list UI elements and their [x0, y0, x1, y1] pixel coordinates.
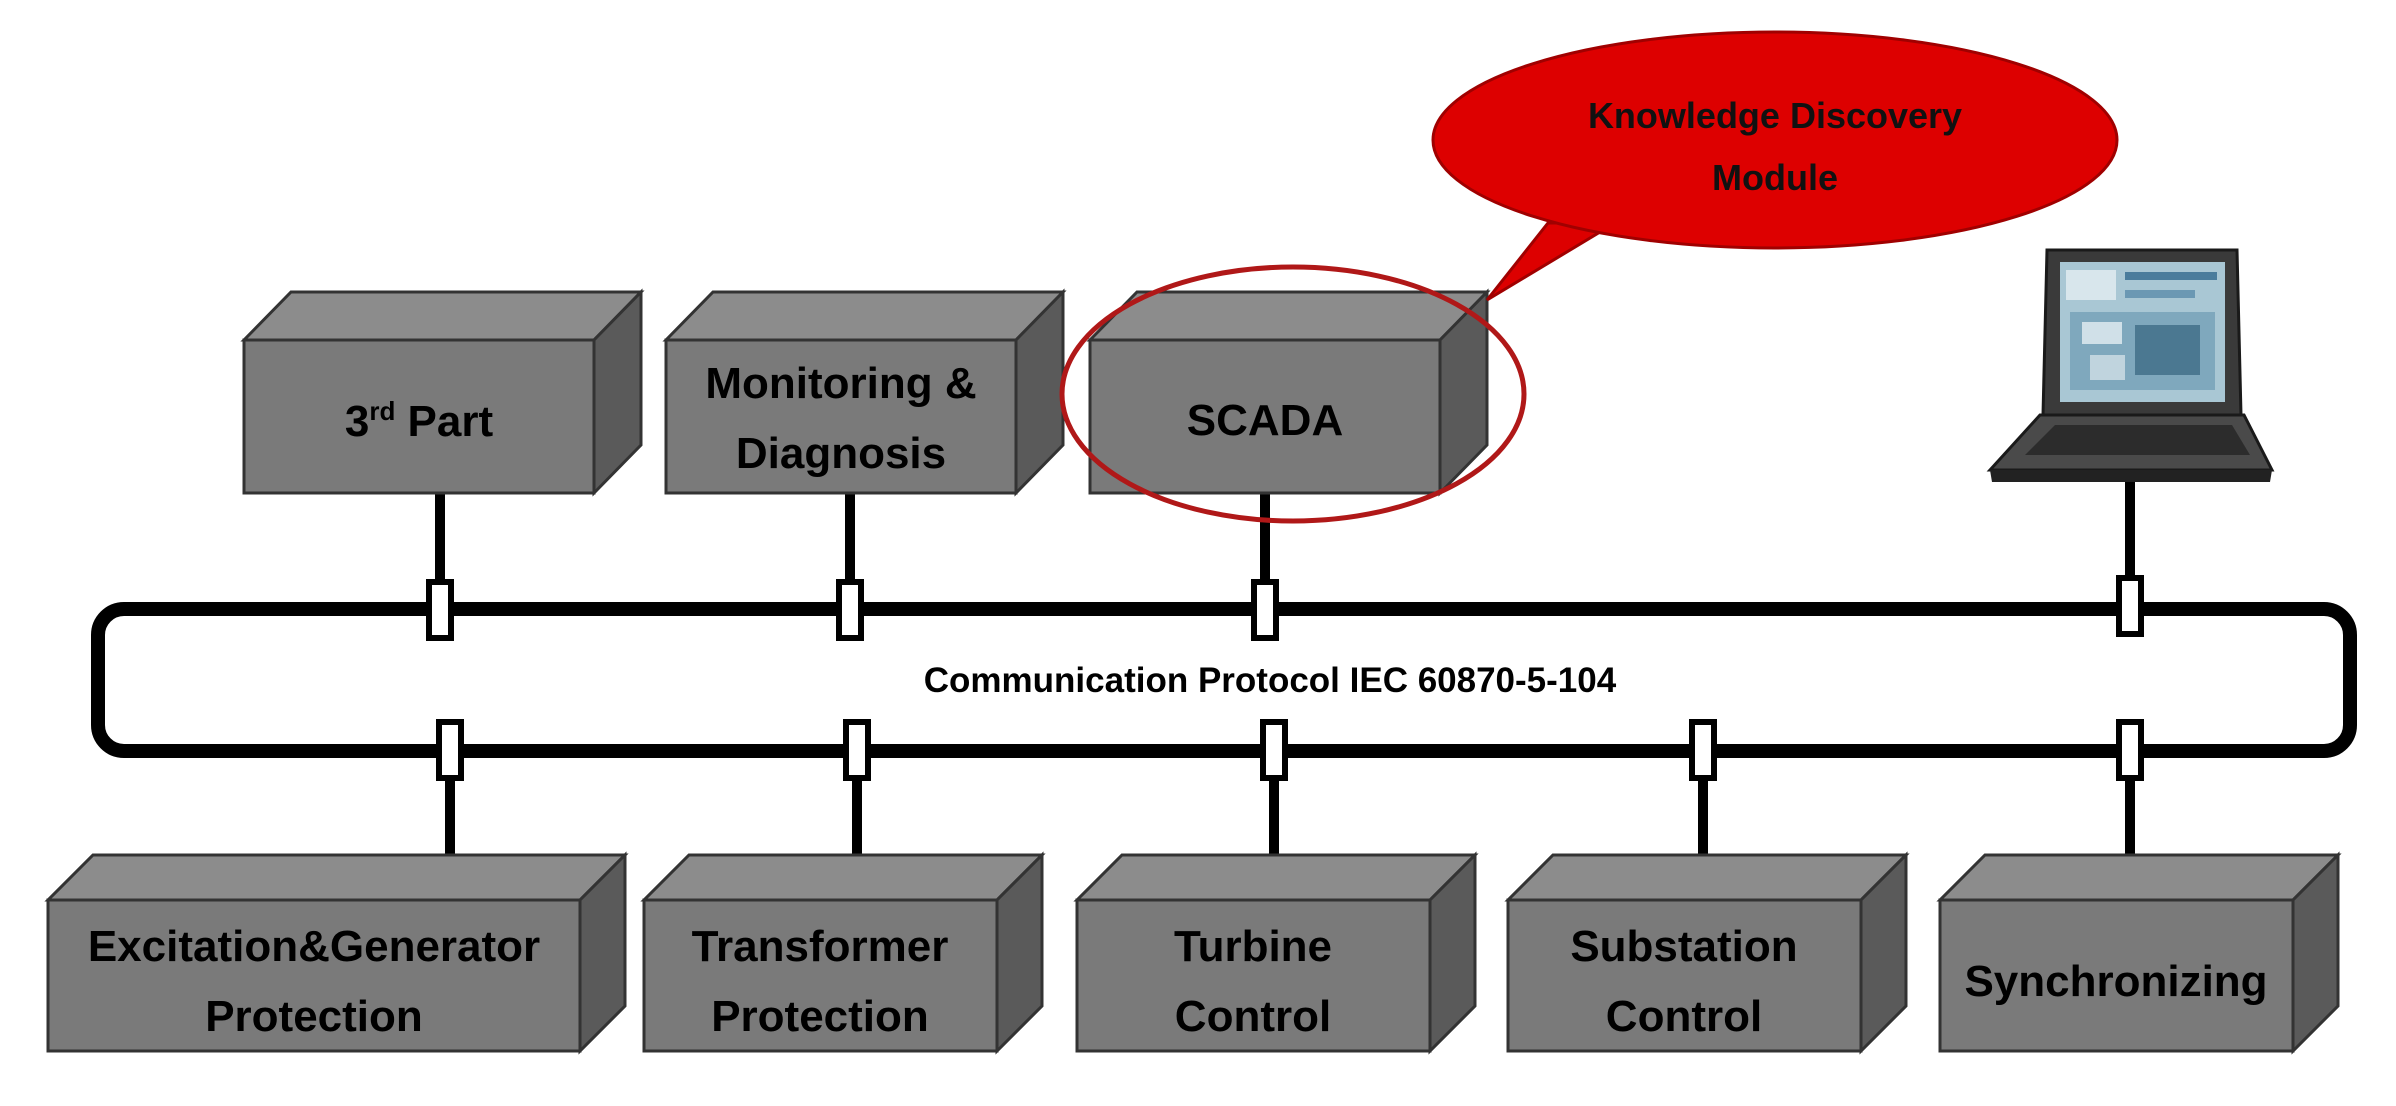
box-label: Excitation&Generator: [88, 922, 540, 971]
box-label: Substation: [1570, 922, 1797, 971]
bus-port: [843, 719, 871, 781]
bus-port: [2116, 575, 2144, 637]
box-synchronizing: Synchronizing: [1936, 851, 2342, 1055]
box-scada: SCADA: [1086, 288, 1491, 497]
box-label: 3rd Part: [345, 396, 494, 446]
box-label: Synchronizing: [1964, 957, 2267, 1006]
box-label: Diagnosis: [736, 429, 946, 478]
bus-port: [1689, 719, 1717, 781]
box-label: Control: [1175, 992, 1331, 1041]
box-monitoring-diagnosis: Monitoring & Diagnosis: [662, 288, 1067, 497]
knowledge-discovery-bubble: Knowledge Discovery Module: [1431, 30, 2119, 302]
box-transformer-protection: Transformer Protection: [640, 851, 1046, 1055]
bus-port: [2116, 719, 2144, 781]
box-excitation-generator-protection: Excitation&Generator Protection: [44, 851, 629, 1055]
box-third-party: 3rd Part: [240, 288, 645, 497]
box-label: Turbine: [1174, 922, 1332, 971]
bus-label: Communication Protocol IEC 60870-5-104: [924, 661, 1617, 700]
box-label: Protection: [205, 992, 423, 1041]
bus-ports: [426, 575, 2144, 781]
communication-bus: [91, 602, 2357, 758]
bus-port: [426, 579, 454, 641]
laptop-icon: [1986, 248, 2275, 482]
bus-port: [436, 719, 464, 781]
bus-port: [1251, 579, 1279, 641]
bubble-label: Knowledge Discovery: [1588, 95, 1962, 136]
box-label: SCADA: [1187, 396, 1343, 445]
box-label: Monitoring &: [705, 359, 976, 408]
box-label: Control: [1606, 992, 1762, 1041]
box-label: Transformer: [692, 922, 949, 971]
box-turbine-control: Turbine Control: [1073, 851, 1479, 1055]
bubble-label: Module: [1712, 157, 1838, 198]
top-connectors: [435, 480, 2135, 609]
bus-port: [1260, 719, 1288, 781]
bottom-connectors: [445, 751, 2135, 868]
scada-highlight-ring: [1059, 264, 1527, 524]
box-substation-control: Substation Control: [1504, 851, 1910, 1055]
bus-port: [836, 579, 864, 641]
box-label: Protection: [711, 992, 929, 1041]
